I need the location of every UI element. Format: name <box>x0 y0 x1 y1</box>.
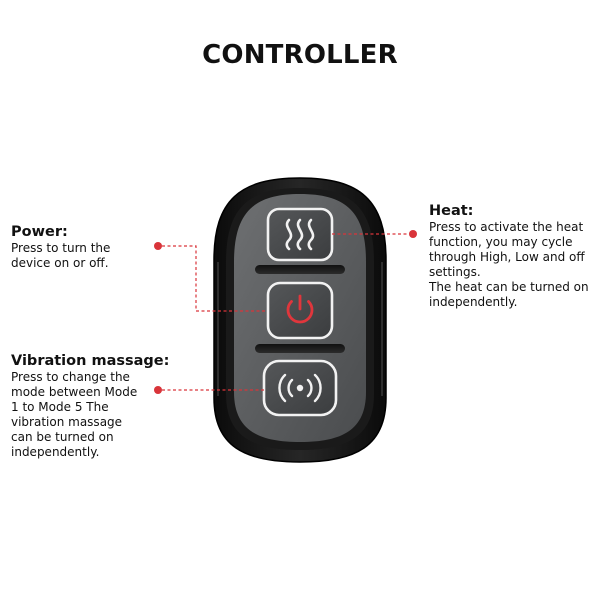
power-heading: Power: <box>11 224 68 240</box>
heat-heading: Heat: <box>429 203 474 219</box>
vibration-heading: Vibration massage: <box>11 353 170 369</box>
power-description: Press to turn the device on or off. <box>11 241 111 270</box>
vibration-description: Press to change the mode between Mode 1 … <box>11 370 138 459</box>
vibration-leader-line <box>154 386 264 394</box>
power-icon <box>286 294 314 324</box>
power-callout: Power: Press to turn the device on or of… <box>11 223 171 271</box>
heat-waves-icon <box>285 218 315 251</box>
vibration-button[interactable] <box>262 359 338 417</box>
heat-button[interactable] <box>266 207 334 262</box>
vibration-icon <box>278 373 322 403</box>
page-title: CONTROLLER <box>202 40 398 70</box>
vibration-callout: Vibration massage: Press to change the m… <box>11 352 186 460</box>
heat-callout: Heat: Press to activate the heat functio… <box>429 202 594 310</box>
separator-bar <box>255 265 345 274</box>
power-button[interactable] <box>266 281 334 340</box>
heat-description: Press to activate the heat function, you… <box>429 220 589 309</box>
power-leader-line <box>154 242 266 312</box>
heat-leader-line <box>332 230 417 238</box>
separator-bar <box>255 344 345 353</box>
